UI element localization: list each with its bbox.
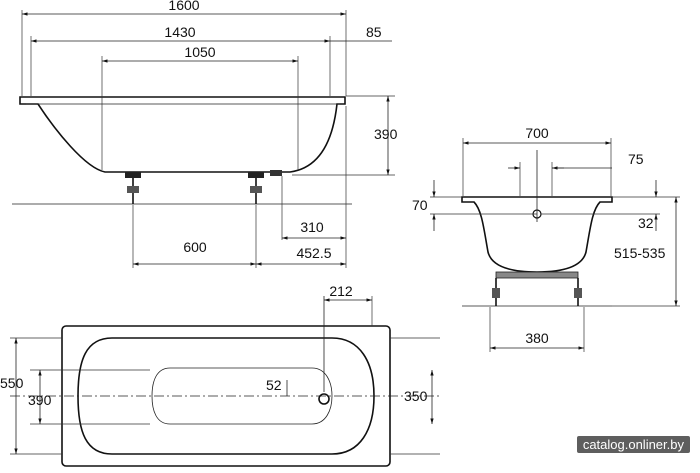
top-drain: [318, 393, 330, 405]
dim-380-label: 380: [525, 330, 549, 346]
end-view: 700 75 70 32 515-535 380: [412, 125, 680, 352]
dim-600-label: 600: [183, 239, 207, 255]
side-view: 1600 1430 85 1050 390 310 600 452.5: [12, 0, 398, 268]
watermark: catalog.onliner.by: [576, 436, 690, 453]
dim-390-top-label: 390: [28, 392, 52, 408]
top-view: 212 550 390 350 52: [0, 283, 440, 467]
side-leg-right: [248, 172, 264, 204]
dim-1600-label: 1600: [168, 0, 199, 13]
dim-70-label: 70: [412, 197, 428, 213]
dim-452-5-label: 452.5: [296, 245, 331, 261]
side-tub-profile: [19, 96, 346, 173]
side-leg-left: [125, 172, 141, 204]
dim-390-side-label: 390: [374, 126, 398, 142]
dim-85-label: 85: [366, 24, 382, 40]
dim-700-label: 700: [525, 125, 549, 141]
dim-310-label: 310: [300, 219, 324, 235]
dim-32-label: 32: [638, 215, 654, 231]
dim-75-label: 75: [628, 151, 644, 167]
dim-350-label: 350: [404, 388, 428, 404]
dim-212-label: 212: [329, 283, 353, 299]
top-inner-basin: [77, 337, 375, 455]
dim-1050-label: 1050: [184, 44, 215, 60]
dim-52-label: 52: [266, 377, 282, 393]
dim-1430-label: 1430: [164, 24, 195, 40]
dim-550-label: 550: [0, 375, 24, 391]
dim-515-535-label: 515-535: [614, 245, 666, 261]
